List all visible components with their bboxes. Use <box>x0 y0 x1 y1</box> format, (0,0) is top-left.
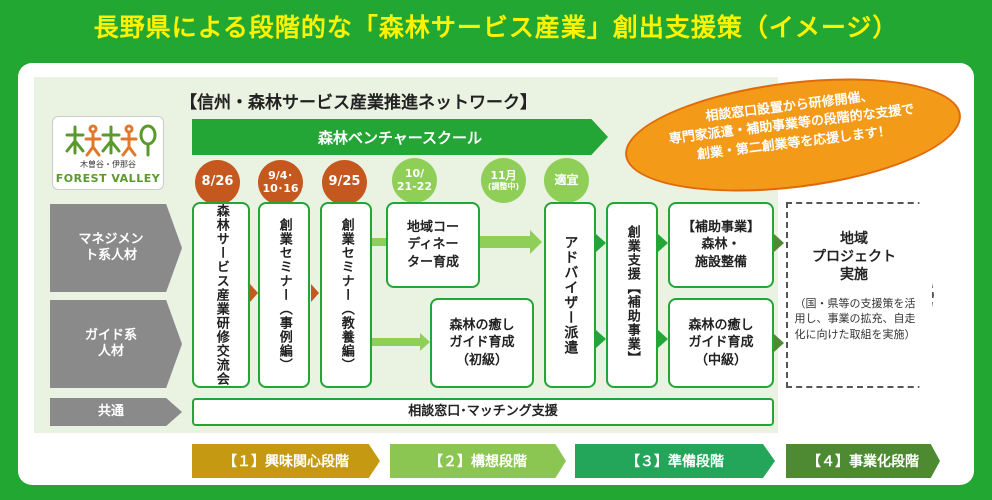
date-circle-4: 10/ 21-22 <box>392 158 437 203</box>
date-circle-5: 11月 (調整中) <box>481 158 526 203</box>
arrow-right-icon <box>530 230 542 254</box>
tree-people-icon <box>65 124 157 157</box>
stage-4-label: 【４】事業化段階 <box>786 444 940 478</box>
stage-2-label: 【２】構想段階 <box>390 444 566 478</box>
arrow-right-icon <box>774 334 784 352</box>
row-label-common: 共通 <box>50 398 182 426</box>
arrow-right-icon <box>250 284 258 302</box>
startup-edu-box: 創業セミナー（教養編） <box>320 202 372 388</box>
adviser-box: アドバイザー派遣 <box>544 202 596 388</box>
startup-edu-text: 創業セミナー（教養編） <box>338 218 354 372</box>
date-circle-2: 9/4･ 10･16 <box>258 160 303 205</box>
arrow-right-icon <box>420 333 430 351</box>
logo-subtitle: 木曽谷・伊那谷 <box>80 160 136 169</box>
arrow-right-icon <box>596 330 606 348</box>
regional-project-box <box>786 202 934 388</box>
startup-support-text: 創業支援【補助事業】 <box>624 225 640 365</box>
date-circle-3: 9/25 <box>322 160 367 205</box>
date-circle-1: 8/26 <box>195 160 240 205</box>
venture-school-arrow: 森林ベンチャースクール <box>192 119 608 155</box>
regional-project-title: 地域 プロジェクト 実施 <box>812 231 896 284</box>
arrow-right-icon <box>311 284 319 302</box>
arrow-right-icon <box>658 330 668 348</box>
startup-case-box: 創業セミナー（事例編） <box>258 202 310 388</box>
startup-case-text: 創業セミナー（事例編） <box>276 218 292 372</box>
coordinator-box: 地域コー ディネー ター育成 <box>386 202 480 288</box>
seminar-exchange-box: 森林サービス産業研修交流会 <box>192 202 250 388</box>
row-label-management: マネジメン ト系人材 <box>50 204 182 292</box>
adviser-text: アドバイザー派遣 <box>562 235 579 355</box>
healing-basic-box: 森林の癒し ガイド育成 （初級） <box>430 298 534 388</box>
seminar-exchange-text: 森林サービス産業研修交流会 <box>213 204 229 386</box>
logo-wordmark: FOREST VALLEY <box>55 172 161 185</box>
consult-matching-bar: 相談窓口･マッチング支援 <box>192 398 774 426</box>
page-title: 長野県による段階的な「森林サービス産業」創出支援策（イメージ） <box>93 13 899 42</box>
stage-3-label: 【３】準備段階 <box>575 444 775 478</box>
stage-1-label: 【１】興味関心段階 <box>192 444 380 478</box>
subsidy-facility-box: 【補助事業】 森林・ 施設整備 <box>668 202 774 288</box>
healing-mid-box: 森林の癒し ガイド育成 （中級） <box>668 298 774 388</box>
connector-line <box>372 238 386 246</box>
date-circle-5-main: 11月 <box>490 168 517 182</box>
regional-project-note: （国・県等の支援策を活用し、事業の拡充、自走化に向けた取組を実施） <box>794 297 916 341</box>
date-circle-5-sub: (調整中) <box>487 182 520 192</box>
forest-valley-logo: 木曽谷・伊那谷 FOREST VALLEY <box>52 116 164 190</box>
connector-line <box>480 236 530 248</box>
date-circle-6: 適宜 <box>544 158 589 203</box>
row-label-guide: ガイド系 人材 <box>50 300 182 388</box>
connector-line <box>372 338 420 346</box>
network-title: 【信州・森林サービス産業推進ネットワーク】 <box>180 93 537 113</box>
arrow-right-icon <box>596 234 606 252</box>
arrow-right-icon <box>658 234 668 252</box>
startup-support-box: 創業支援【補助事業】 <box>606 202 658 388</box>
arrow-right-icon <box>774 234 784 252</box>
